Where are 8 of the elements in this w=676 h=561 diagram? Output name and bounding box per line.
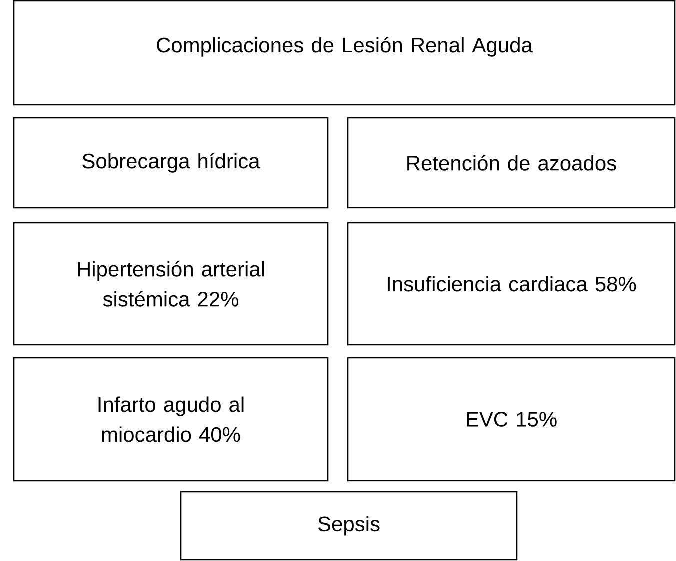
category-box: Hipertensión arterial sistémica 22% — [13, 222, 329, 346]
category-box: Sepsis — [180, 491, 518, 561]
category-box: Infarto agudo al miocardio 40% — [13, 357, 329, 482]
category-box: Insuficiencia cardiaca 58% — [347, 222, 676, 346]
title-box: Complicaciones de Lesión Renal Aguda — [13, 0, 676, 106]
category-box: EVC 15% — [347, 357, 676, 482]
category-box: Retención de azoados — [347, 117, 676, 209]
category-box: Sobrecarga hídrica — [13, 117, 329, 209]
